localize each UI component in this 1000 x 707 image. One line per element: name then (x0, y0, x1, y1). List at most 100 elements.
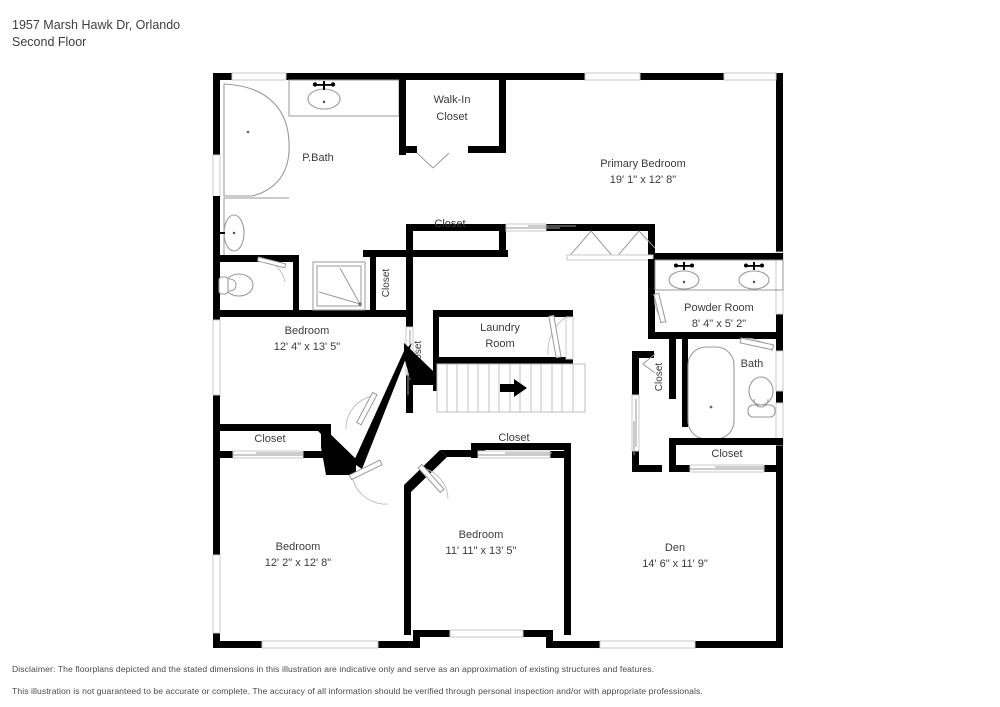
window-right-powder (775, 350, 784, 392)
bedroom-lower-mid-label: Bedroom (459, 529, 504, 541)
p-bath-area (213, 79, 413, 317)
bath-toilet-fixture (747, 376, 776, 418)
bedroom-left-label: Bedroom (285, 325, 330, 337)
window-left-mid (212, 319, 221, 396)
wedge-upper (404, 343, 433, 385)
plan-footer: Disclaimer: The floorplans depicted and … (12, 662, 972, 698)
wall-closet-ml-top (471, 443, 571, 450)
window-top-left (231, 72, 287, 81)
wall-primary-bottom-a (406, 224, 506, 231)
closet-bedroom-left-lower: Closet (213, 431, 331, 459)
bedroom-lower-left-area: Bedroom 12' 2" x 12' 8" (265, 541, 332, 569)
closet-vertical-b-label: Closet (413, 341, 424, 370)
primary-bedroom-dimensions: 19' 1" x 12' 8" (610, 174, 677, 186)
disclaimer-line-2: This illustration is not guaranteed to b… (12, 686, 703, 696)
wall-closet-v-a-left (370, 250, 376, 312)
wall-closet-v-b-right (433, 317, 439, 391)
bath-label: Bath (741, 358, 764, 370)
tub-drain-2 (709, 405, 713, 409)
powder-faucet-1-icon (674, 262, 694, 270)
window-top-right (723, 72, 777, 81)
p-bath-label: P.Bath (302, 152, 334, 164)
window-left-upper (212, 154, 221, 198)
wall-bath-tub-left (682, 339, 688, 427)
double-door-arc-left (566, 230, 616, 260)
bath-area: Bath Closet (632, 339, 776, 451)
walk-in-closet-area: Walk-In Closet (399, 73, 506, 169)
p-bath-faucet-2-icon (215, 221, 225, 245)
disclaimer-line-1: Disclaimer: The floorplans depicted and … (12, 664, 655, 674)
center-hall (321, 343, 478, 635)
wall-primary-bottom-b (545, 224, 655, 231)
wall-upper-lower-divider (213, 310, 413, 317)
p-bath-faucet-icon (312, 81, 336, 90)
closet-right-lower: Closet (631, 394, 783, 473)
powder-faucet-2-icon (744, 262, 764, 270)
den-dimensions: 14' 6" x 11' 9" (642, 558, 708, 570)
den-area: Den 14' 6" x 11' 9" (642, 542, 708, 570)
wall-wic-right (499, 73, 506, 153)
primary-bedroom-label: Primary Bedroom (600, 158, 686, 170)
laundry-room-area: Laundry Room (433, 310, 574, 364)
closet-upper-mid-label: Closet (434, 218, 465, 230)
wall-closet-v-a-right (406, 231, 413, 312)
shower-stall (312, 261, 366, 311)
corner-tub (223, 83, 290, 197)
bedroom-lower-left-dimensions: 12' 2" x 12' 8" (265, 557, 332, 569)
toilet-fixture (218, 273, 254, 297)
wall-pbath-bottom-left (213, 255, 299, 262)
primary-bedroom-area: Primary Bedroom 19' 1" x 12' 8" (363, 158, 783, 261)
arrow-right-icon (500, 379, 527, 397)
wall-closet-mid-top2 (440, 450, 478, 457)
closet-bath-bifold (642, 353, 656, 374)
wall-bedroom-left-bottom (213, 424, 331, 431)
window-bottom-left (261, 640, 379, 649)
closet-bedroom-left-lower-label: Closet (254, 433, 285, 445)
window-top-mid (584, 72, 641, 81)
bedroom-lower-mid-dimensions: 11' 11" x 13' 5" (446, 545, 517, 557)
wall-laundry-top (433, 310, 573, 317)
wall-primary-bottom-right (648, 253, 783, 260)
bedroom-lower-mid-area: Bedroom 11' 11" x 13' 5" (446, 450, 571, 635)
powder-room-area: Powder Room 8' 4" x 5' 2" (648, 259, 784, 352)
window-bottom-right (599, 640, 696, 649)
powder-room-label: Powder Room (684, 302, 754, 314)
closet-right-lower-label: Closet (711, 448, 742, 460)
window-bottom-mid (449, 629, 524, 638)
wall-closet-rl-top (669, 438, 783, 445)
powder-sink-1 (668, 270, 700, 290)
laundry-room-label-1: Laundry (480, 322, 520, 334)
wedge-lower (321, 425, 356, 475)
property-address: 1957 Marsh Hawk Dr, Orlando (12, 18, 181, 32)
exterior-windows (212, 72, 784, 649)
diagonal-wall-left (353, 343, 412, 469)
wall-powder-bottom (648, 332, 783, 339)
powder-vanity-counter (654, 259, 784, 291)
walk-in-closet-label-2: Closet (436, 111, 467, 123)
double-door-arc-right (614, 230, 656, 260)
closet-bath-vertical-label: Closet (654, 363, 665, 392)
floorplan-canvas: Walk-In Closet P.Bath Primary Bedroom 19… (0, 55, 1000, 655)
den-label: Den (665, 542, 685, 554)
bedroom-left-dimensions: 12' 4" x 13' 5" (274, 341, 341, 353)
wall-laundry-bottom (433, 357, 573, 364)
wall-mid-bedroom-right (564, 450, 571, 635)
bathtub (687, 346, 735, 440)
powder-room-dimensions: 8' 4" x 5' 2" (692, 318, 746, 330)
plan-header: 1957 Marsh Hawk Dr, Orlando Second Floor (12, 17, 180, 51)
wall-powder-left (648, 259, 655, 339)
bedroom-lower-left-label: Bedroom (276, 541, 321, 553)
window-left-lower (212, 554, 221, 634)
floor-label: Second Floor (12, 35, 87, 49)
closet-bedroom-mid-lower: Closet (471, 432, 571, 459)
floorplan-svg: Walk-In Closet P.Bath Primary Bedroom 19… (212, 72, 784, 649)
closet-vertical-a-label: Closet (381, 269, 392, 298)
wall-mid-bedroom-left (404, 485, 411, 635)
window-right-upper (775, 251, 784, 315)
wall-closet-mid-top (363, 250, 508, 257)
wall-wic-left (399, 73, 406, 153)
p-bath-sink-basin (307, 88, 341, 110)
tub-drain (246, 130, 250, 134)
wall-wic-bottom-right (468, 146, 506, 153)
laundry-room-label-2: Room (485, 338, 514, 350)
